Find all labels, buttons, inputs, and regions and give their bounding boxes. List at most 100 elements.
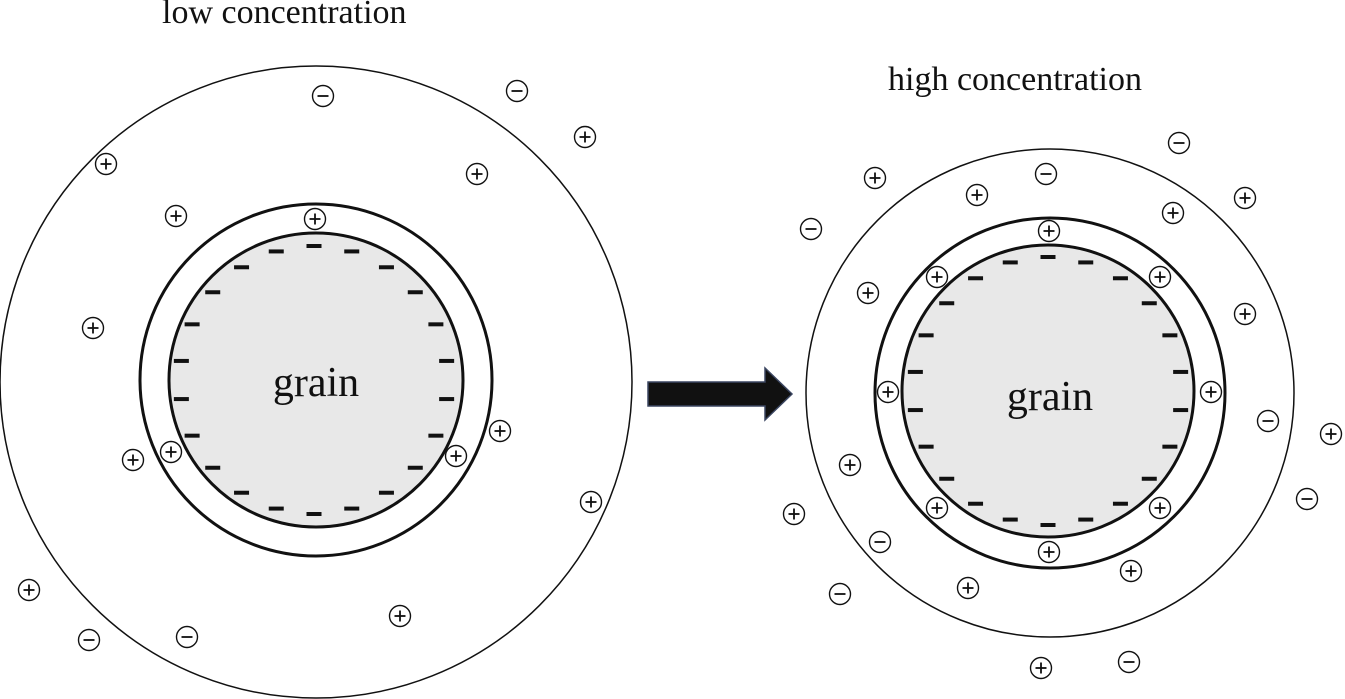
right-surface-charge — [939, 301, 955, 306]
left-surface-charge — [428, 322, 444, 327]
left-diffuse-layer-boundary — [0, 65, 633, 699]
right-surface-charge — [1141, 301, 1157, 306]
right-surface-charge — [1162, 333, 1178, 338]
left-surface-charge — [184, 322, 200, 327]
left-surface-charge — [439, 358, 455, 363]
left-surface-charge — [234, 265, 250, 270]
left-grain — [167, 231, 465, 529]
left-surface-charge — [268, 506, 284, 511]
right-negative-ion-27 — [1117, 650, 1141, 674]
left-positive-ion-8 — [488, 419, 512, 443]
left-positive-ion-13 — [17, 578, 41, 602]
left-surface-charge — [268, 249, 284, 254]
right-surface-charge — [968, 276, 984, 281]
left-positive-ion-10 — [159, 440, 183, 464]
right-surface-charge — [1040, 523, 1056, 527]
right-surface-charge — [918, 444, 934, 449]
left-negative-ion-1 — [505, 79, 529, 103]
right-positive-ion-1 — [863, 166, 887, 190]
right-negative-ion-17 — [1295, 487, 1319, 511]
left-positive-ion-9 — [121, 448, 145, 472]
left-surface-charge — [234, 490, 250, 495]
left-panel: grain — [0, 65, 633, 699]
right-positive-ion-9 — [1148, 265, 1172, 289]
right-surface-charge — [1173, 408, 1189, 413]
right-positive-ion-23 — [1119, 559, 1143, 583]
right-surface-charge — [1112, 276, 1128, 281]
right-surface-charge — [1002, 517, 1018, 522]
left-negative-ion-15 — [77, 628, 101, 652]
low-concentration-title: low concentration — [162, 0, 407, 31]
right-positive-ion-20 — [1148, 496, 1172, 520]
right-diffuse-layer-boundary — [805, 148, 1295, 638]
left-positive-ion-2 — [573, 125, 597, 149]
left-surface-charge — [205, 465, 221, 470]
left-negative-ion-0 — [311, 84, 335, 108]
left-positive-ion-14 — [388, 604, 412, 628]
right-positive-ion-12 — [876, 380, 900, 404]
high-concentration-title: high concentration — [888, 61, 1142, 98]
left-surface-charge — [439, 397, 455, 402]
left-positive-ion-4 — [465, 162, 489, 186]
right-surface-charge — [1141, 476, 1157, 481]
left-grain-label: grain — [273, 360, 359, 406]
left-surface-charge — [306, 512, 322, 516]
right-surface-charge — [1078, 517, 1094, 522]
right-surface-charge — [907, 369, 923, 374]
right-surface-charge — [1162, 444, 1178, 449]
left-positive-ion-7 — [81, 316, 105, 340]
right-positive-ion-4 — [1233, 186, 1257, 210]
right-surface-charge — [1078, 260, 1094, 265]
transition-arrow — [647, 366, 794, 422]
right-surface-charge — [918, 333, 934, 338]
left-positive-ion-5 — [164, 204, 188, 228]
left-positive-ion-6 — [303, 207, 327, 231]
left-surface-charge — [205, 290, 221, 295]
left-surface-charge — [344, 249, 360, 254]
right-negative-ion-5 — [799, 217, 823, 241]
right-positive-ion-15 — [1319, 422, 1343, 446]
left-surface-charge — [184, 433, 200, 438]
right-surface-charge — [1112, 501, 1128, 506]
left-surface-charge — [378, 490, 394, 495]
left-stern-layer-boundary — [138, 202, 494, 558]
right-positive-ion-19 — [925, 496, 949, 520]
right-negative-ion-2 — [1034, 162, 1058, 186]
right-grain — [900, 243, 1196, 539]
left-surface-charges — [173, 244, 455, 516]
right-positive-ion-3 — [965, 183, 989, 207]
right-positive-ion-16 — [838, 453, 862, 477]
left-positive-ion-12 — [579, 490, 603, 514]
left-positive-ion-11 — [444, 444, 468, 468]
left-surface-charge — [407, 465, 423, 470]
left-negative-ion-16 — [175, 625, 199, 649]
right-surface-charge — [939, 476, 955, 481]
right-negative-ion-21 — [868, 530, 892, 554]
right-negative-ion-24 — [828, 582, 852, 606]
right-surface-charges — [907, 255, 1189, 527]
left-surface-charge — [344, 506, 360, 511]
right-negative-ion-14 — [1256, 409, 1280, 433]
right-positive-ion-18 — [782, 502, 806, 526]
left-surface-charge — [173, 397, 189, 402]
right-stern-layer-boundary — [873, 216, 1227, 570]
right-positive-ion-8 — [925, 265, 949, 289]
right-positive-ion-22 — [1037, 540, 1061, 564]
right-ions — [782, 131, 1343, 680]
right-negative-ion-0 — [1167, 131, 1191, 155]
left-ions — [17, 79, 603, 652]
right-surface-charge — [1002, 260, 1018, 265]
left-positive-ion-3 — [94, 152, 118, 176]
left-surface-charge — [173, 358, 189, 363]
right-positive-ion-11 — [1233, 302, 1257, 326]
right-positive-ion-25 — [956, 576, 980, 600]
right-positive-ion-7 — [1037, 219, 1061, 243]
left-surface-charge — [378, 265, 394, 270]
right-positive-ion-10 — [856, 281, 880, 305]
left-surface-charge — [407, 290, 423, 295]
right-surface-charge — [1040, 255, 1056, 259]
right-surface-charge — [907, 408, 923, 413]
right-positive-ion-6 — [1161, 201, 1185, 225]
right-positive-ion-13 — [1199, 380, 1223, 404]
right-surface-charge — [968, 501, 984, 506]
